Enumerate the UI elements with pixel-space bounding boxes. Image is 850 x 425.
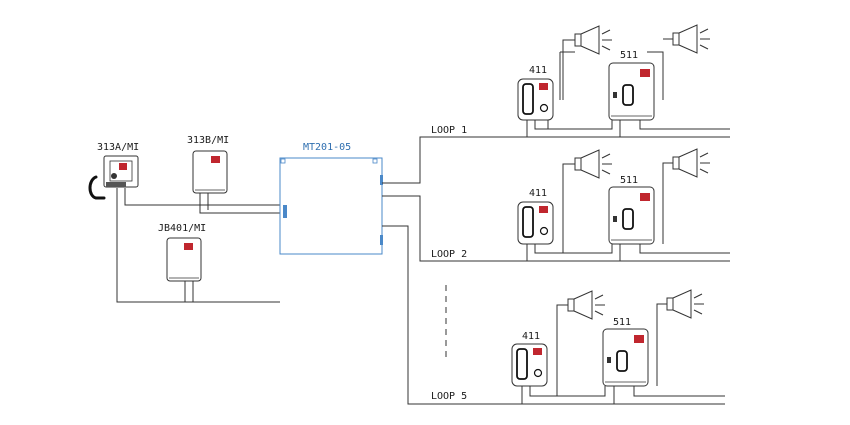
loop-5: LOOP 5 411 511 (431, 289, 725, 405)
controller-connector (283, 205, 287, 218)
loop-feeders (382, 136, 530, 405)
junction-box-label: JB401/MI (158, 223, 206, 234)
loop-1-speakerphone-511 (608, 62, 655, 121)
horn-speaker-icon (567, 290, 605, 320)
horn-speaker-icon (666, 289, 704, 319)
loop-1-label: LOOP 1 (431, 125, 467, 136)
handset-icon (88, 175, 106, 200)
master-station-label: 313A/MI (97, 142, 139, 153)
loop-2: LOOP 2 411 511 (431, 148, 730, 262)
substation-313b: 313B/MI (187, 135, 229, 194)
controller-mt201: MT201-05 (279, 142, 383, 255)
junction-box-jb401: JB401/MI (158, 223, 206, 282)
loop-1: LOOP 1 411 511 (431, 24, 730, 138)
handset-icon (522, 206, 534, 238)
loop-1-speakerphone-label: 511 (620, 50, 638, 61)
substation-label: 313B/MI (187, 135, 229, 146)
substation-badge (211, 156, 220, 163)
loop-5-phone-label: 411 (522, 331, 540, 342)
handset-icon (522, 83, 534, 115)
left-wiring (116, 188, 280, 303)
loop-1-phone-label: 411 (529, 65, 547, 76)
loop-2-speakerphone-511 (608, 186, 655, 245)
controller-label: MT201-05 (303, 142, 351, 153)
loop-5-label: LOOP 5 (431, 391, 467, 402)
junction-badge (184, 243, 193, 250)
horn-speaker-icon (574, 149, 612, 179)
horn-speaker-icon (672, 148, 710, 178)
master-badge (119, 163, 127, 170)
loop-2-speakerphone-label: 511 (620, 175, 638, 186)
loop-2-phone-label: 411 (529, 188, 547, 199)
horn-speaker-icon (574, 25, 612, 55)
master-station-313a: 313A/MI (88, 142, 139, 200)
handset-icon (516, 348, 528, 380)
loop-5-speakerphone-label: 511 (613, 317, 631, 328)
horn-speaker-icon (672, 24, 710, 54)
loop-2-label: LOOP 2 (431, 249, 467, 260)
loop-5-speakerphone-511 (602, 328, 649, 387)
